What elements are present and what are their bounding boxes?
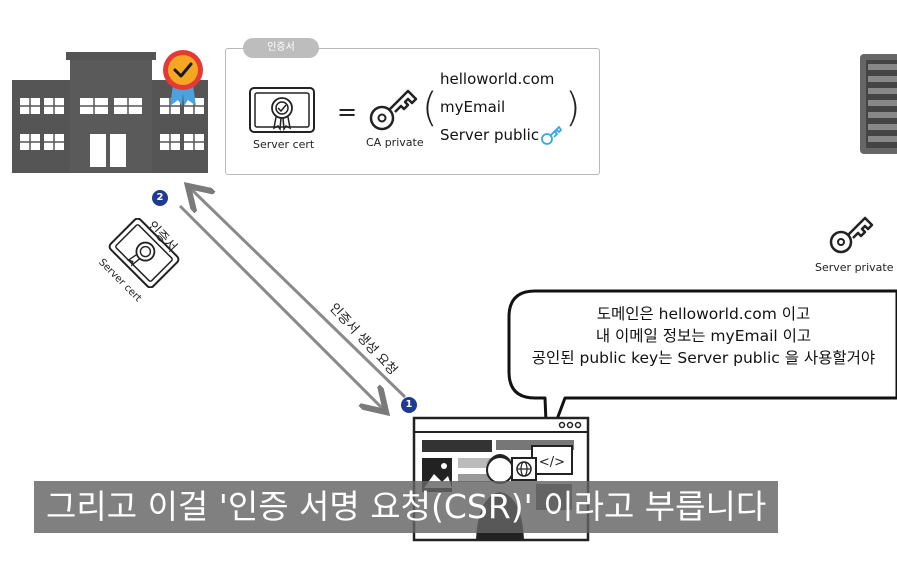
- response-cert-icon: [108, 218, 180, 288]
- left-parenthesis: (: [422, 85, 438, 131]
- server-private-label: Server private: [815, 261, 894, 274]
- step-1-dot: 1: [401, 397, 417, 413]
- svg-text:</>: </>: [539, 455, 565, 470]
- ca-private-key-icon: [369, 89, 418, 131]
- request-arrow: [178, 204, 384, 410]
- field-public-key: Server public: [440, 126, 540, 144]
- field-email: myEmail: [440, 98, 506, 116]
- public-key-icon: [541, 125, 562, 145]
- field-domain: helloworld.com: [440, 70, 555, 88]
- approval-badge-icon: [163, 50, 203, 106]
- response-arrow: [190, 188, 407, 399]
- subtitle-caption: 그리고 이걸 '인증 서명 요청(CSR)' 이라고 부릅니다: [34, 481, 779, 533]
- server-cert-label: Server cert: [253, 138, 315, 151]
- server-cert-icon: [249, 87, 315, 133]
- certificate-tab: 인증서: [243, 38, 319, 58]
- bubble-line-1: 도메인은 helloworld.com 이고: [596, 305, 811, 323]
- bubble-line-2: 내 이메일 정보는 myEmail 이고: [595, 327, 812, 345]
- ca-building-icon: [12, 52, 208, 173]
- server-private-key-icon: [829, 216, 874, 254]
- ca-private-label: CA private: [366, 136, 424, 149]
- right-parenthesis: ): [565, 85, 581, 131]
- server-rack-icon: [860, 54, 897, 154]
- step-2-dot: 2: [152, 190, 168, 206]
- speech-bubble-text: 도메인은 helloworld.com 이고 내 이메일 정보는 myEmail…: [510, 303, 897, 369]
- bubble-line-3: 공인된 public key는 Server public 을 사용할거야: [531, 349, 876, 367]
- equals-sign: =: [337, 98, 358, 126]
